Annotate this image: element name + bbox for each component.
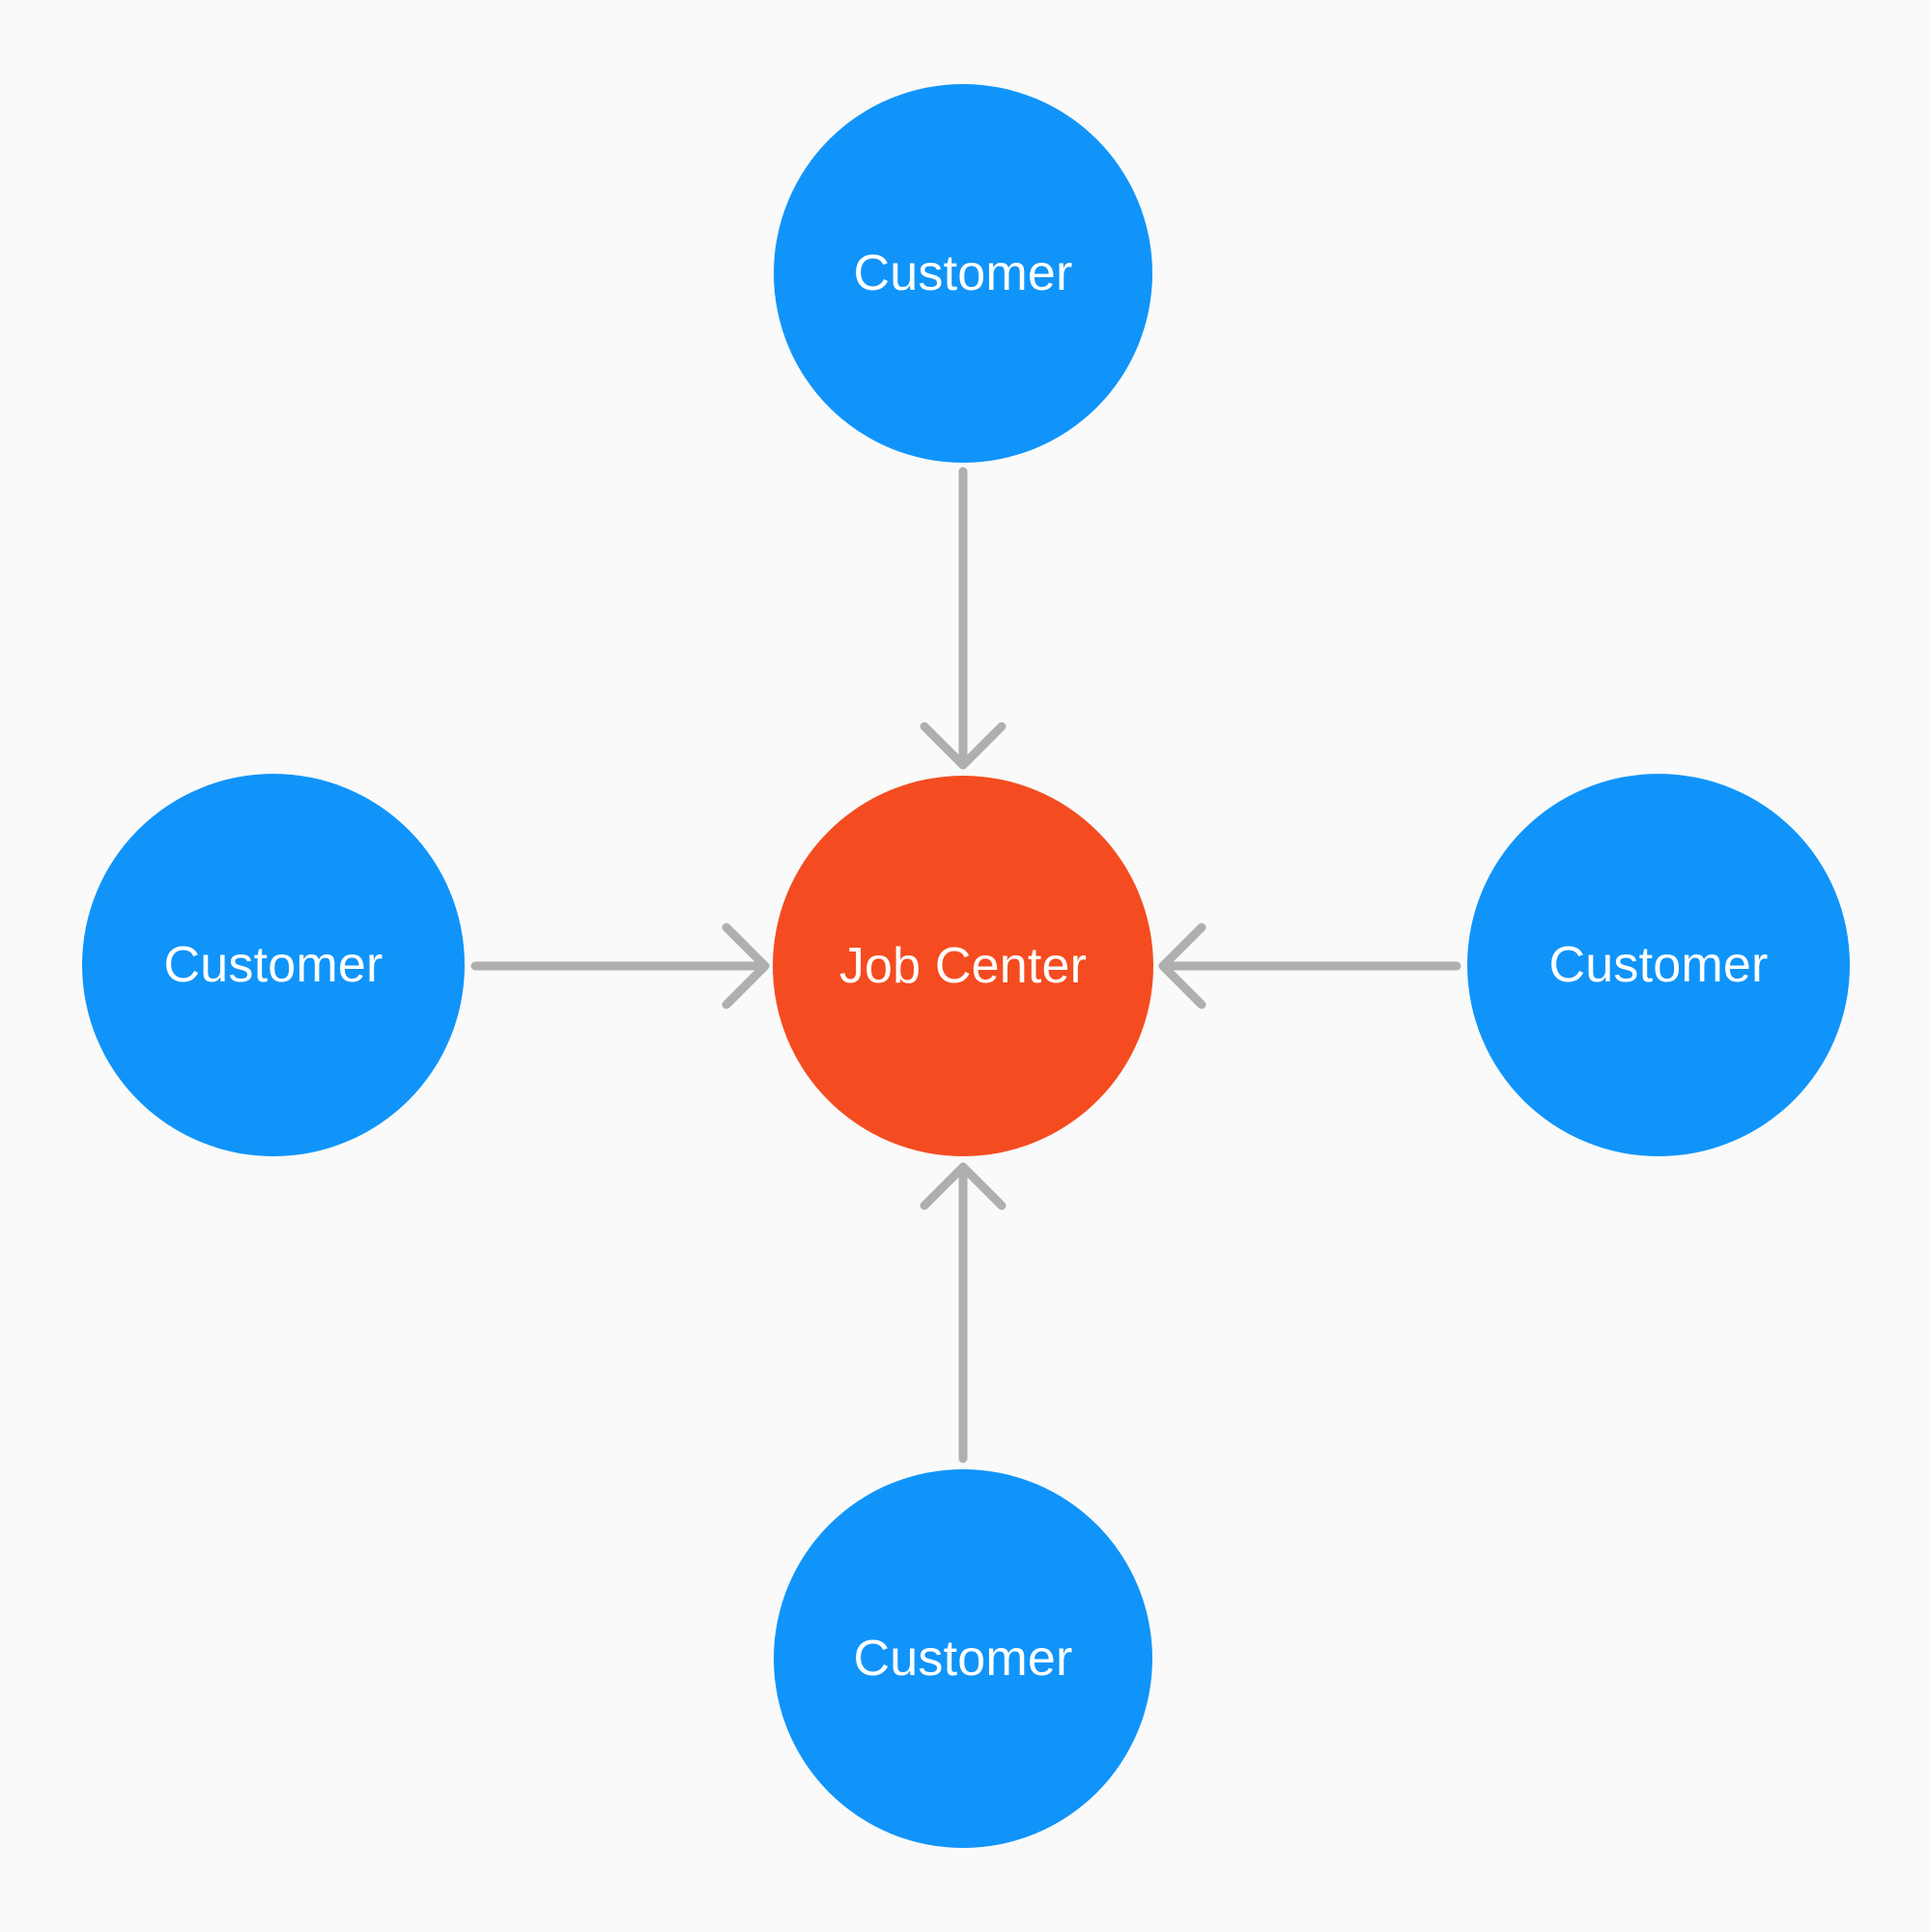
- edge-right-to-center-arrowhead: [1158, 923, 1206, 1009]
- edge-left-to-center-arrowhead: [722, 923, 770, 1009]
- node-customer-bottom[interactable]: Customer: [774, 1469, 1152, 1848]
- edge-bottom-to-center-arrowhead: [920, 1162, 1007, 1210]
- edge-left-to-center: [470, 923, 770, 1009]
- edge-top-to-center-arrowhead: [920, 722, 1007, 770]
- node-customer-right-label: Customer: [1548, 937, 1769, 993]
- node-job-center[interactable]: Job Center: [773, 776, 1153, 1156]
- node-customer-left-label: Customer: [163, 937, 383, 993]
- node-customer-top[interactable]: Customer: [774, 84, 1152, 463]
- node-customer-left[interactable]: Customer: [82, 774, 465, 1156]
- node-customer-bottom-label: Customer: [853, 1631, 1073, 1687]
- edge-right-to-center: [1158, 923, 1461, 1009]
- edge-top-to-center: [920, 467, 1007, 770]
- node-customer-top-label: Customer: [853, 245, 1073, 301]
- edge-bottom-to-center: [920, 1162, 1007, 1463]
- node-customer-right[interactable]: Customer: [1467, 774, 1850, 1156]
- node-job-center-label: Job Center: [838, 938, 1088, 994]
